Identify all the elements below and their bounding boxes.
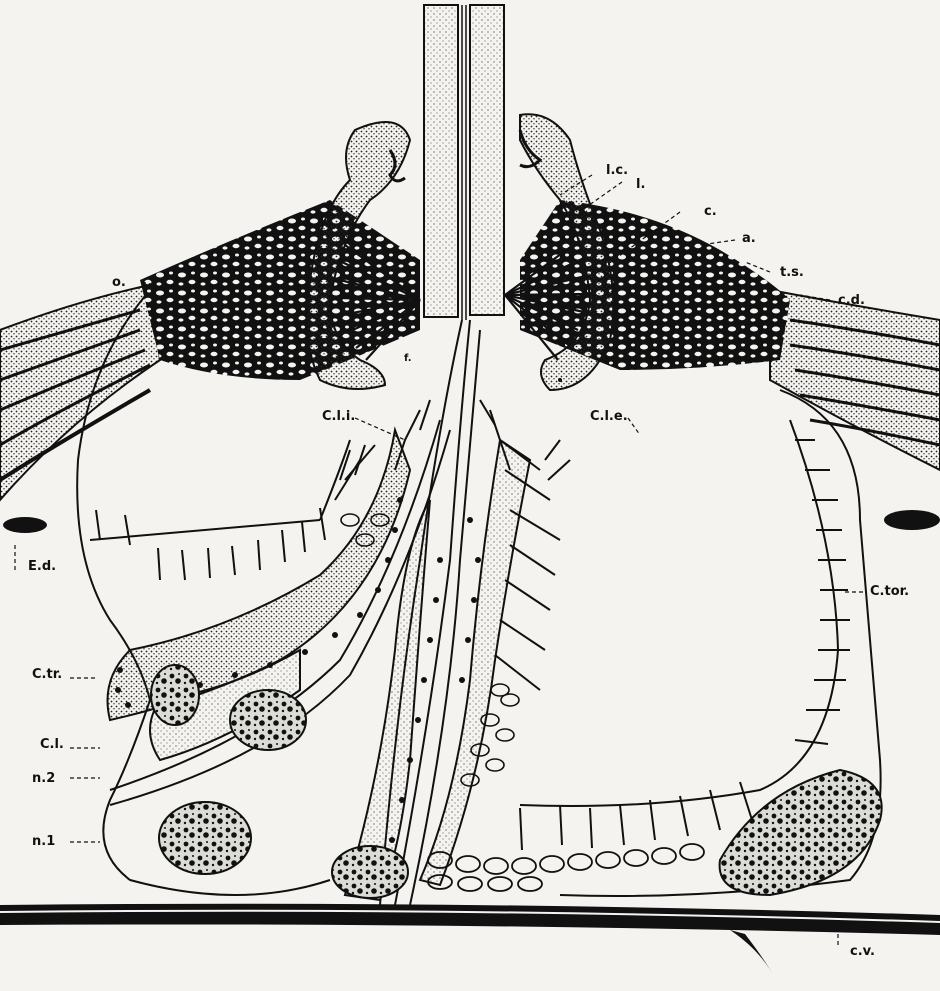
label-ctr: C.tr. xyxy=(32,668,62,681)
label-n2: n.2 xyxy=(32,772,55,785)
ventral-body-wall xyxy=(0,904,940,978)
label-cli: C.l.i. xyxy=(322,410,355,423)
label-n1: n.1 xyxy=(32,835,55,848)
label-l: l. xyxy=(636,178,645,191)
left-body-wall xyxy=(0,285,160,533)
right-body-wall xyxy=(770,290,940,530)
left-comb-ridges xyxy=(90,440,375,580)
central-stalk xyxy=(424,5,504,320)
label-c: c. xyxy=(704,205,717,218)
label-f: f. xyxy=(404,354,412,364)
label-ed: E.d. xyxy=(28,560,56,573)
nuclei xyxy=(151,665,882,898)
label-cl: C.l. xyxy=(40,738,64,751)
cerebral-tissue xyxy=(140,200,790,380)
label-a: a. xyxy=(742,232,756,245)
bottom-cell-row xyxy=(428,844,704,891)
branching-processes xyxy=(340,400,570,480)
label-lc: l.c. xyxy=(606,164,628,177)
label-cle: C.l.e. xyxy=(590,410,628,423)
label-o: o. xyxy=(112,276,126,289)
label-cd: c.d. xyxy=(838,294,865,307)
label-cv: c.v. xyxy=(850,945,875,958)
label-ctor: C.tor. xyxy=(870,585,909,598)
label-ts: t.s. xyxy=(780,266,804,279)
